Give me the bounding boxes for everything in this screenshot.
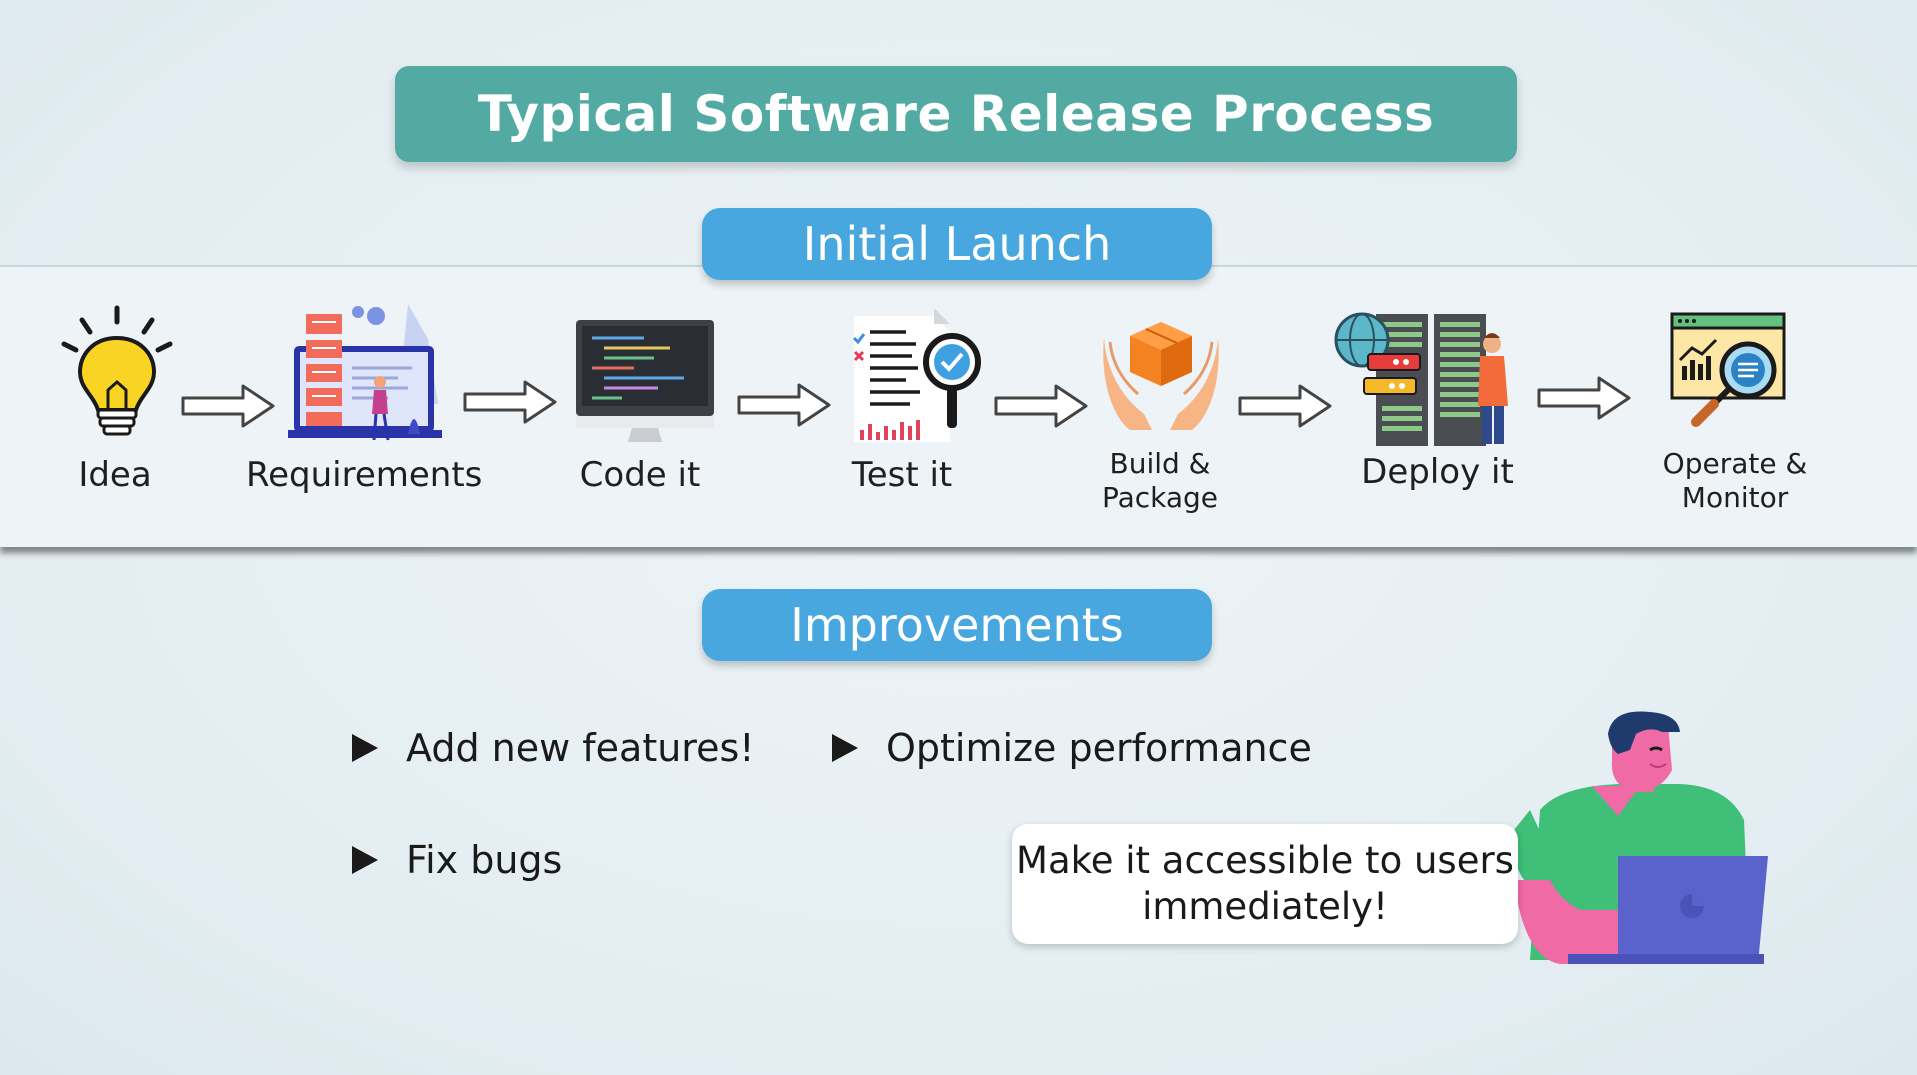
arrow-icon <box>463 380 557 424</box>
test-report-magnifier-icon <box>852 308 981 442</box>
initial-launch-pill: Initial Launch <box>702 208 1212 280</box>
requirements-laptop-icon <box>288 304 442 441</box>
person-laptop-illustration <box>1513 711 1768 964</box>
bullet-triangle-icon <box>352 734 378 762</box>
lightbulb-icon <box>61 305 173 436</box>
arrow-icon <box>1238 384 1332 428</box>
bullet-fix-bugs: Fix bugs <box>352 838 562 882</box>
code-monitor-icon <box>576 320 714 442</box>
hands-package-icon <box>1103 322 1219 430</box>
arrow-icon <box>1537 376 1631 420</box>
improvements-label: Improvements <box>790 598 1124 652</box>
server-rack-icon <box>1334 312 1508 446</box>
bullet-triangle-icon <box>832 734 858 762</box>
step-label-code-it: Code it <box>579 455 701 495</box>
bubble-text: Make it accessible to users immediately! <box>1016 839 1514 928</box>
step-label-requirements: Requirements <box>246 455 483 495</box>
bullet-triangle-icon <box>352 846 378 874</box>
bullet-text: Fix bugs <box>406 838 563 882</box>
speech-bubble: Make it accessible to users immediately! <box>1012 824 1518 944</box>
step-label-deploy-it: Deploy it <box>1361 452 1514 492</box>
bullet-add-features: Add new features! <box>352 726 755 770</box>
step-label-idea: Idea <box>78 455 152 495</box>
arrow-icon <box>994 384 1088 428</box>
bullet-text: Add new features! <box>406 726 755 770</box>
page-title: Typical Software Release Process <box>477 85 1435 143</box>
arrow-icon <box>737 383 831 427</box>
title-banner: Typical Software Release Process <box>395 66 1517 162</box>
arrow-icon <box>181 384 275 428</box>
bullet-optimize-performance: Optimize performance <box>832 726 1312 770</box>
improvements-pill: Improvements <box>702 589 1212 661</box>
step-label-build-package: Build & Package <box>1101 447 1219 514</box>
step-label-operate-monitor: Operate & Monitor <box>1662 447 1808 514</box>
monitor-magnifier-icon <box>1670 312 1786 427</box>
initial-launch-label: Initial Launch <box>802 217 1112 271</box>
step-label-test-it: Test it <box>851 455 953 495</box>
bullet-text: Optimize performance <box>886 726 1312 770</box>
